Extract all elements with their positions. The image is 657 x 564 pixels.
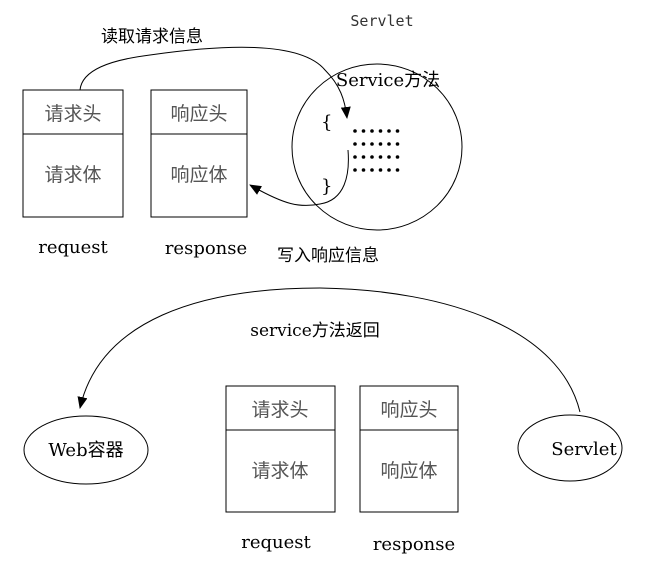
close-brace: } bbox=[321, 176, 332, 197]
code-dot bbox=[395, 168, 400, 172]
request-box: 请求头 请求体 bbox=[22, 89, 124, 218]
web-container-label: Web容器 bbox=[48, 440, 123, 461]
code-dot bbox=[387, 168, 391, 172]
code-dot bbox=[378, 168, 383, 172]
servlet-label: Servlet bbox=[350, 12, 413, 30]
request-label: request bbox=[38, 237, 108, 258]
code-dot bbox=[378, 129, 383, 133]
response-header: 响应头 bbox=[170, 103, 227, 125]
code-dot bbox=[361, 155, 366, 159]
read-request-arrow bbox=[79, 46, 351, 119]
write-response-arrow bbox=[249, 149, 349, 207]
response-body: 响应体 bbox=[170, 164, 227, 186]
code-dot bbox=[370, 168, 374, 172]
code-dot bbox=[353, 142, 357, 146]
request-body: 请求体 bbox=[44, 164, 101, 186]
response-label: response bbox=[373, 534, 455, 555]
response-box: 响应头 响应体 bbox=[150, 89, 248, 218]
service-method-label: Service方法 bbox=[336, 70, 440, 91]
return-label: service方法返回 bbox=[250, 321, 380, 341]
code-dot bbox=[387, 142, 391, 146]
request-header: 请求头 bbox=[44, 103, 101, 125]
request-box-bottom: 请求头 请求体 bbox=[225, 385, 336, 513]
read-request-label: 读取请求信息 bbox=[101, 27, 203, 47]
write-response-label: 写入响应信息 bbox=[277, 246, 379, 266]
code-dot bbox=[395, 129, 400, 133]
servlet-circle bbox=[291, 63, 463, 231]
code-dot bbox=[353, 168, 357, 172]
servlet-ellipse bbox=[517, 414, 623, 482]
code-dot bbox=[353, 155, 357, 159]
code-dot bbox=[370, 155, 374, 159]
code-dot bbox=[353, 129, 357, 133]
code-dots bbox=[353, 129, 400, 172]
response-header: 响应头 bbox=[380, 399, 437, 421]
return-arrow bbox=[77, 287, 581, 413]
request-body: 请求体 bbox=[251, 460, 308, 482]
code-dot bbox=[370, 129, 374, 133]
code-dot bbox=[361, 142, 366, 146]
code-dot bbox=[395, 155, 400, 159]
code-dot bbox=[361, 129, 366, 133]
code-dot bbox=[395, 142, 400, 146]
code-dot bbox=[361, 168, 366, 172]
servlet-ellipse-label: Servlet bbox=[551, 439, 617, 460]
code-dot bbox=[387, 155, 391, 159]
response-box-bottom: 响应头 响应体 bbox=[359, 385, 459, 513]
request-label: request bbox=[241, 532, 311, 553]
code-dot bbox=[378, 142, 383, 146]
code-dot bbox=[370, 142, 374, 146]
response-label: response bbox=[165, 238, 247, 259]
web-container-ellipse bbox=[23, 415, 149, 485]
code-dot bbox=[378, 155, 383, 159]
request-header: 请求头 bbox=[251, 399, 308, 421]
code-dot bbox=[387, 129, 391, 133]
open-brace: { bbox=[321, 112, 332, 133]
response-body: 响应体 bbox=[380, 460, 437, 482]
